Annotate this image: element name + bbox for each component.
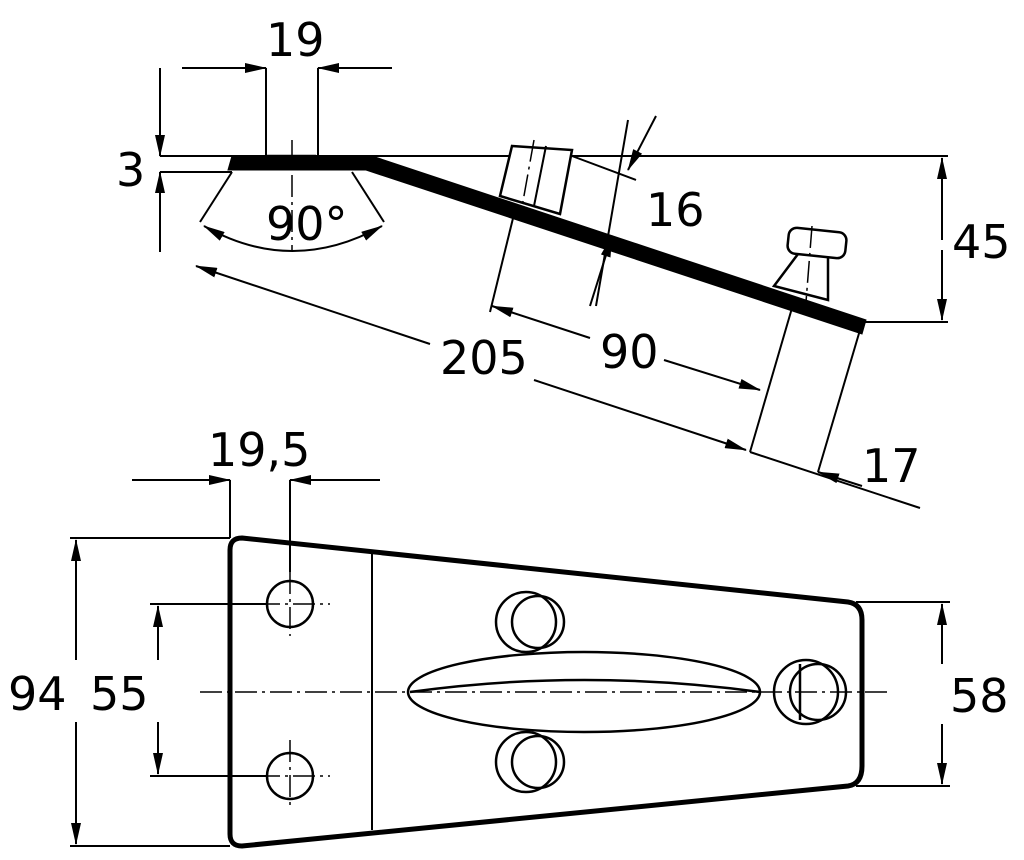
dim-55: 55 xyxy=(90,667,149,721)
hole-bottom xyxy=(258,740,330,810)
dim-19-5: 19,5 xyxy=(208,423,310,477)
plate-profile xyxy=(227,155,867,335)
dim-19: 19 xyxy=(266,13,325,67)
dim-58: 58 xyxy=(950,669,1009,723)
pin-top xyxy=(772,658,848,726)
stud-bottom xyxy=(494,730,566,794)
emboss-oval xyxy=(406,650,762,734)
dim-45: 45 xyxy=(952,215,1011,269)
hole-top xyxy=(258,572,330,636)
stud-pin xyxy=(771,225,848,303)
dim-angle: 90° xyxy=(266,197,348,251)
dim-94: 94 xyxy=(8,667,67,721)
top-view: 19,5 94 55 58 xyxy=(8,423,1009,849)
dim-3: 3 xyxy=(116,143,145,197)
plate-outline xyxy=(227,535,865,849)
dim-90: 90 xyxy=(600,325,659,379)
stud-cylinder xyxy=(498,139,574,219)
stud-top xyxy=(494,590,566,654)
side-view: 19 3 90° 16 45 205 90 17 xyxy=(116,13,1011,509)
dim-17: 17 xyxy=(862,439,921,493)
angle-arc xyxy=(203,225,383,252)
dim-205: 205 xyxy=(440,331,528,385)
dim-16: 16 xyxy=(646,183,705,237)
